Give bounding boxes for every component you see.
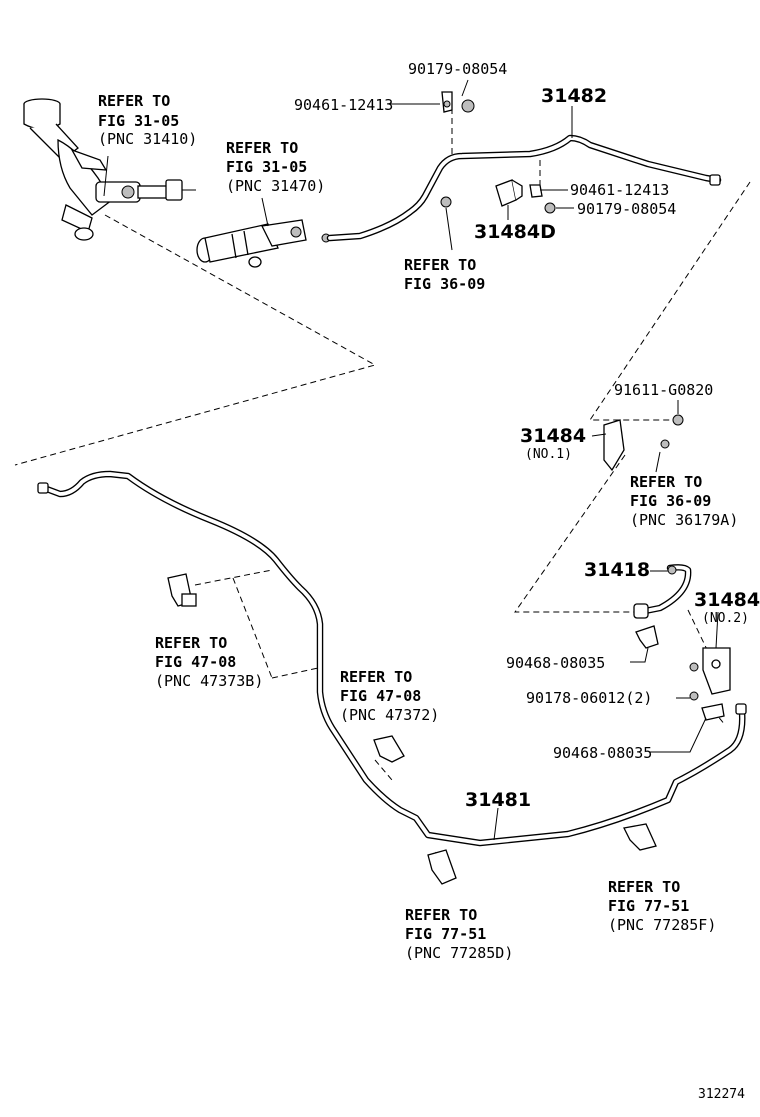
part-31484d: 31484D — [474, 221, 556, 243]
callout-c5-line3: (PNC 47373B) — [155, 672, 263, 690]
clip-77285f — [623, 823, 657, 851]
part-31481: 31481 — [465, 789, 531, 811]
callout-c2: REFER TO FIG 31-05 (PNC 31470) — [226, 139, 325, 195]
callout-c7-line1: REFER TO — [405, 906, 477, 924]
part-number-labels: 90179-08054 90461-12413 31482 90461-1241… — [294, 60, 760, 811]
part-90461-12413-a: 90461-12413 — [294, 96, 393, 114]
master-cylinder — [23, 98, 196, 241]
callout-c4-line3: (PNC 36179A) — [630, 511, 738, 529]
callout-c7-line3: (PNC 77285D) — [405, 944, 513, 962]
callout-c5-line1: REFER TO — [155, 634, 227, 652]
callout-c8: REFER TO FIG 77-51 (PNC 77285F) — [608, 878, 716, 934]
callout-c7-line2: FIG 77-51 — [405, 925, 486, 943]
part-90461-12413-b: 90461-12413 — [570, 181, 669, 199]
part-31484-no1-note: (NO.1) — [525, 447, 572, 462]
callout-c6-line3: (PNC 47372) — [340, 706, 439, 724]
bracket-31484-no1 — [603, 414, 684, 472]
callout-c6-line2: FIG 47-08 — [340, 687, 421, 705]
part-31484-no2-note: (NO.2) — [702, 611, 749, 626]
callout-c8-line1: REFER TO — [608, 878, 680, 896]
part-31484-no1: 31484 — [520, 425, 586, 447]
figure-id: 312274 — [698, 1087, 745, 1102]
callout-c8-line2: FIG 77-51 — [608, 897, 689, 915]
callout-c4-line2: FIG 36-09 — [630, 492, 711, 510]
callout-c1: REFER TO FIG 31-05 (PNC 31410) — [98, 92, 197, 148]
callout-c6: REFER TO FIG 47-08 (PNC 47372) — [340, 668, 439, 724]
part-91611-g0820: 91611-G0820 — [614, 381, 713, 399]
callout-c3-line1: REFER TO — [404, 256, 476, 274]
tube-31482 — [326, 134, 722, 242]
upper-small-parts — [440, 91, 556, 214]
bracket-31484-no2 — [689, 647, 731, 701]
callout-c6-line1: REFER TO — [340, 668, 412, 686]
clips — [167, 573, 725, 885]
clip-90468-b — [701, 703, 725, 721]
callout-c1-line3: (PNC 31410) — [98, 130, 197, 148]
part-31418: 31418 — [584, 559, 650, 581]
part-90179-08054-a: 90179-08054 — [408, 60, 507, 78]
clip-90468-a — [635, 625, 659, 649]
part-90178-06012: 90178-06012(2) — [526, 689, 652, 707]
callout-c5-line2: FIG 47-08 — [155, 653, 236, 671]
part-31484-no2: 31484 — [694, 589, 760, 611]
part-90468-08035-b: 90468-08035 — [553, 744, 652, 762]
callout-c1-line2: FIG 31-05 — [98, 112, 179, 130]
callout-c3: REFER TO FIG 36-09 — [404, 256, 485, 293]
callout-c4: REFER TO FIG 36-09 (PNC 36179A) — [630, 473, 738, 529]
leader-lines — [103, 79, 719, 841]
part-90179-08054-b: 90179-08054 — [577, 200, 676, 218]
part-90468-08035-a: 90468-08035 — [506, 654, 605, 672]
clip-77285d — [427, 849, 457, 885]
part-31482: 31482 — [541, 85, 607, 107]
callout-c3-line2: FIG 36-09 — [404, 275, 485, 293]
callout-c5: REFER TO FIG 47-08 (PNC 47373B) — [155, 634, 263, 690]
callout-c4-line1: REFER TO — [630, 473, 702, 491]
clip-47372 — [373, 735, 405, 763]
callout-c8-line3: (PNC 77285F) — [608, 916, 716, 934]
callout-c2-line3: (PNC 31470) — [226, 177, 325, 195]
callout-c2-line2: FIG 31-05 — [226, 158, 307, 176]
callout-c7: REFER TO FIG 77-51 (PNC 77285D) — [405, 906, 513, 962]
tube-31481 — [37, 470, 747, 847]
callout-c1-line1: REFER TO — [98, 92, 170, 110]
hose-31418 — [633, 564, 692, 619]
release-cylinder — [196, 219, 331, 268]
callout-c2-line1: REFER TO — [226, 139, 298, 157]
